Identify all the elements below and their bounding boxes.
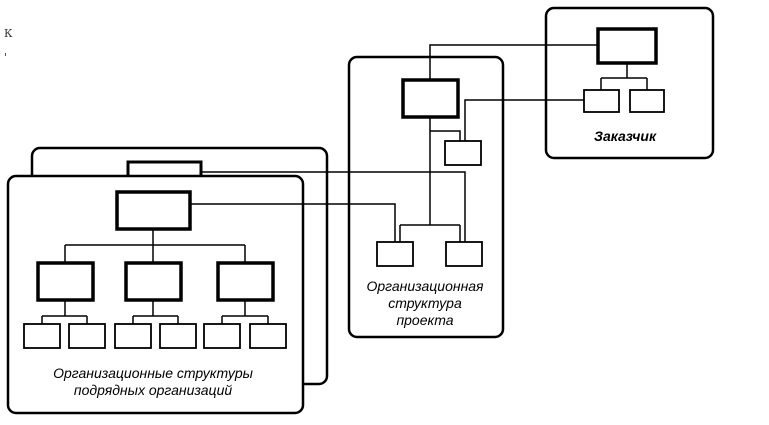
contractor-leaf-box-2 xyxy=(68,323,106,349)
contractor-leaf-box-6 xyxy=(249,323,287,349)
contractor-leaf-box-4 xyxy=(159,323,197,349)
contractors-label-line2: подрядных организаций xyxy=(74,382,232,398)
contractor-top-box xyxy=(115,190,192,231)
contractor-leaf-box-5 xyxy=(203,323,241,349)
contractor-boxes xyxy=(23,190,287,349)
project-label-line3: проекта xyxy=(396,312,453,328)
page-edge-marks: К ' xyxy=(4,22,13,70)
edge-mark-1: К xyxy=(4,27,13,40)
project-boxes xyxy=(376,78,483,267)
customer-sub-box-left xyxy=(583,89,620,113)
contractor-mid-box-2 xyxy=(124,261,183,302)
customer-sub-box-right xyxy=(629,89,665,113)
project-sub-box-right xyxy=(445,241,483,267)
customer-label: Заказчик xyxy=(594,128,657,144)
contractor-mid-box-3 xyxy=(216,261,275,302)
contractor-leaf-box-3 xyxy=(114,323,152,349)
contractor-leaf-box-1 xyxy=(23,323,61,349)
connector-lines xyxy=(41,44,648,324)
customer-top-box xyxy=(596,27,658,65)
contractors-label-line1: Организационные структуры xyxy=(53,365,254,381)
project-sub-box-left xyxy=(376,241,414,267)
customer-boxes xyxy=(583,27,665,113)
contractor-mid-box-1 xyxy=(36,261,95,302)
edge-mark-2: ' xyxy=(4,51,8,64)
project-label-line1: Организационная xyxy=(366,278,484,294)
project-side-box xyxy=(444,140,482,166)
project-label-line2: структура xyxy=(388,295,462,311)
project-top-box xyxy=(401,78,460,119)
